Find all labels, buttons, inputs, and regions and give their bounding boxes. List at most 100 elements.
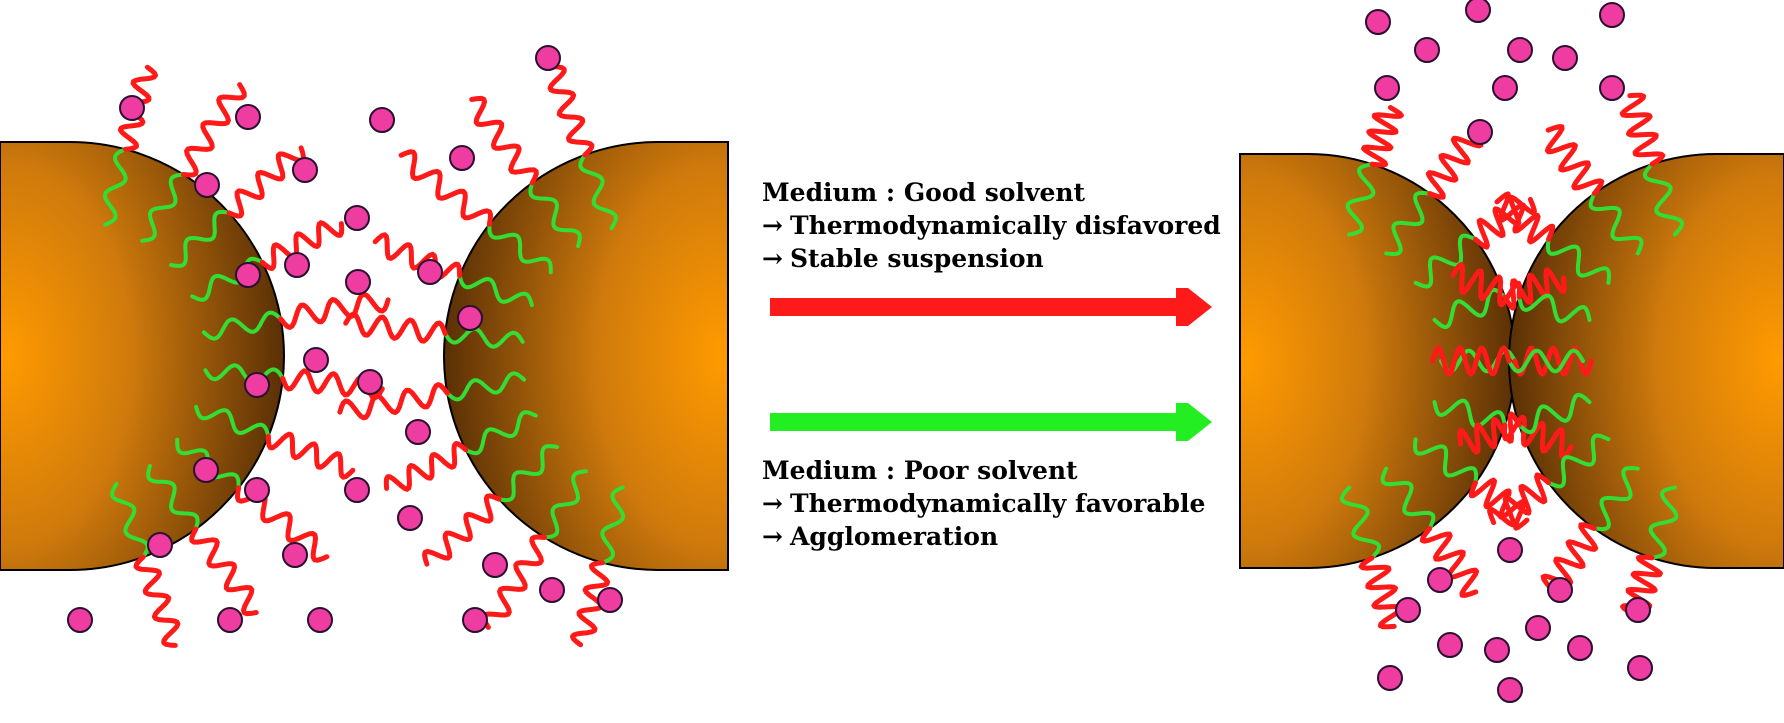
solvent-molecule xyxy=(539,577,565,603)
solvent-molecule xyxy=(1465,0,1491,23)
solvent-molecule xyxy=(462,607,488,633)
polymer-tail xyxy=(226,145,306,219)
solvent-molecule xyxy=(357,369,383,395)
solvent-molecule xyxy=(303,347,329,373)
good-solvent-effect: Thermodynamically disfavored xyxy=(790,211,1221,240)
solvent-molecule xyxy=(1374,75,1400,101)
poor-solvent-caption: Medium : Poor solvent →Thermodynamically… xyxy=(762,454,1205,553)
right-arrow-icon: → xyxy=(762,211,783,240)
polymer-tail xyxy=(1494,191,1556,245)
solvent-molecule xyxy=(417,259,443,285)
solvent-molecule xyxy=(397,505,423,531)
solvent-molecule xyxy=(405,419,431,445)
anchored-chain xyxy=(1507,348,1585,374)
polymer-tail xyxy=(547,64,595,158)
polymer-tail xyxy=(1544,124,1605,196)
solvent-molecule xyxy=(1395,597,1421,623)
polymer-tail xyxy=(189,526,259,617)
solvent-molecule xyxy=(217,607,243,633)
solvent-molecule xyxy=(244,477,270,503)
solvent-molecule xyxy=(1497,677,1523,703)
anchored-chain xyxy=(1545,237,1611,285)
particle-left-agglomerated xyxy=(1239,153,1516,569)
anchored-chain xyxy=(1546,433,1611,489)
anchored-chain xyxy=(463,410,538,456)
polymer-tail xyxy=(1457,411,1522,455)
anchored-chain xyxy=(1648,485,1679,560)
solvent-molecule xyxy=(282,542,308,568)
poor-solvent-medium: Medium : Poor solvent xyxy=(762,456,1078,485)
anchored-chain xyxy=(1413,437,1479,485)
polymer-tail xyxy=(1419,526,1480,598)
anchored-chain xyxy=(445,371,527,402)
polymer-tail xyxy=(1619,92,1666,167)
solvent-molecule xyxy=(449,145,475,171)
good-solvent-result: Stable suspension xyxy=(790,244,1044,273)
anchored-chain xyxy=(1413,233,1478,289)
anchored-chain xyxy=(578,152,618,231)
polymer-tail xyxy=(1430,345,1512,377)
solvent-molecule xyxy=(235,262,261,288)
anchored-chain xyxy=(1384,190,1432,256)
solvent-molecule xyxy=(235,104,261,130)
anchored-chain xyxy=(487,222,553,275)
solvent-molecule xyxy=(1625,597,1651,623)
particle-right-agglomerated xyxy=(1508,153,1784,569)
poor-solvent-result: Agglomeration xyxy=(790,522,999,551)
solvent-molecule xyxy=(284,252,310,278)
anchored-chain xyxy=(497,444,559,503)
polymer-tail xyxy=(1540,522,1599,591)
anchored-chain xyxy=(1588,191,1644,256)
good-solvent-medium: Medium : Good solvent xyxy=(762,178,1086,207)
polymer-tail xyxy=(372,232,463,281)
polymer-tail xyxy=(1450,262,1522,308)
anchored-chain xyxy=(1432,398,1507,429)
poor-solvent-effect: Thermodynamically favorable xyxy=(790,489,1206,518)
anchored-chain xyxy=(1517,392,1592,435)
polymer-tail xyxy=(481,534,548,630)
anchored-chain xyxy=(201,310,283,341)
particle-right-initial xyxy=(443,141,729,571)
solvent-molecule xyxy=(1377,665,1403,691)
solvent-molecule xyxy=(344,477,370,503)
solvent-molecule xyxy=(193,457,219,483)
anchored-chain xyxy=(443,326,525,349)
solvent-molecule xyxy=(345,269,371,295)
solvent-molecule xyxy=(597,587,623,613)
anchored-chain xyxy=(1592,466,1640,532)
solvent-molecule xyxy=(457,305,483,331)
solvent-molecule xyxy=(535,45,561,71)
polymer-tail xyxy=(422,493,502,567)
anchored-chain xyxy=(1642,162,1685,237)
polymer-chains xyxy=(102,64,1685,648)
anchored-chain xyxy=(190,256,265,302)
solvent-molecule xyxy=(1525,615,1551,641)
solvent-molecule xyxy=(1552,45,1578,71)
good-solvent-arrow xyxy=(770,288,1212,326)
polymer-tail xyxy=(133,554,181,648)
solvent-molecule xyxy=(147,532,173,558)
solvent-molecule xyxy=(1437,632,1463,658)
solvent-molecule xyxy=(1365,9,1391,35)
solvent-molecule xyxy=(1497,537,1523,563)
anchored-chain xyxy=(542,469,588,540)
anchored-chain xyxy=(1345,162,1376,237)
solvent-molecule xyxy=(1507,37,1533,63)
polymer-tail xyxy=(1361,105,1404,168)
anchored-chain xyxy=(1380,466,1436,531)
solvent-molecule xyxy=(1492,75,1518,101)
solvent-molecule xyxy=(1567,635,1593,661)
polymer-tail xyxy=(343,311,448,344)
polymer-tail xyxy=(1425,131,1484,200)
solvent-molecule xyxy=(1599,75,1625,101)
anchored-chain xyxy=(194,404,271,439)
polymer-tail xyxy=(398,149,493,227)
solvent-molecule xyxy=(1484,637,1510,663)
solvent-molecule xyxy=(244,372,270,398)
solvent-molecule xyxy=(369,107,395,133)
good-solvent-caption: Medium : Good solvent →Thermodynamically… xyxy=(762,176,1221,275)
polymer-tail xyxy=(180,82,247,178)
polymer-tail xyxy=(1358,555,1405,630)
anchored-chain xyxy=(1339,485,1382,560)
